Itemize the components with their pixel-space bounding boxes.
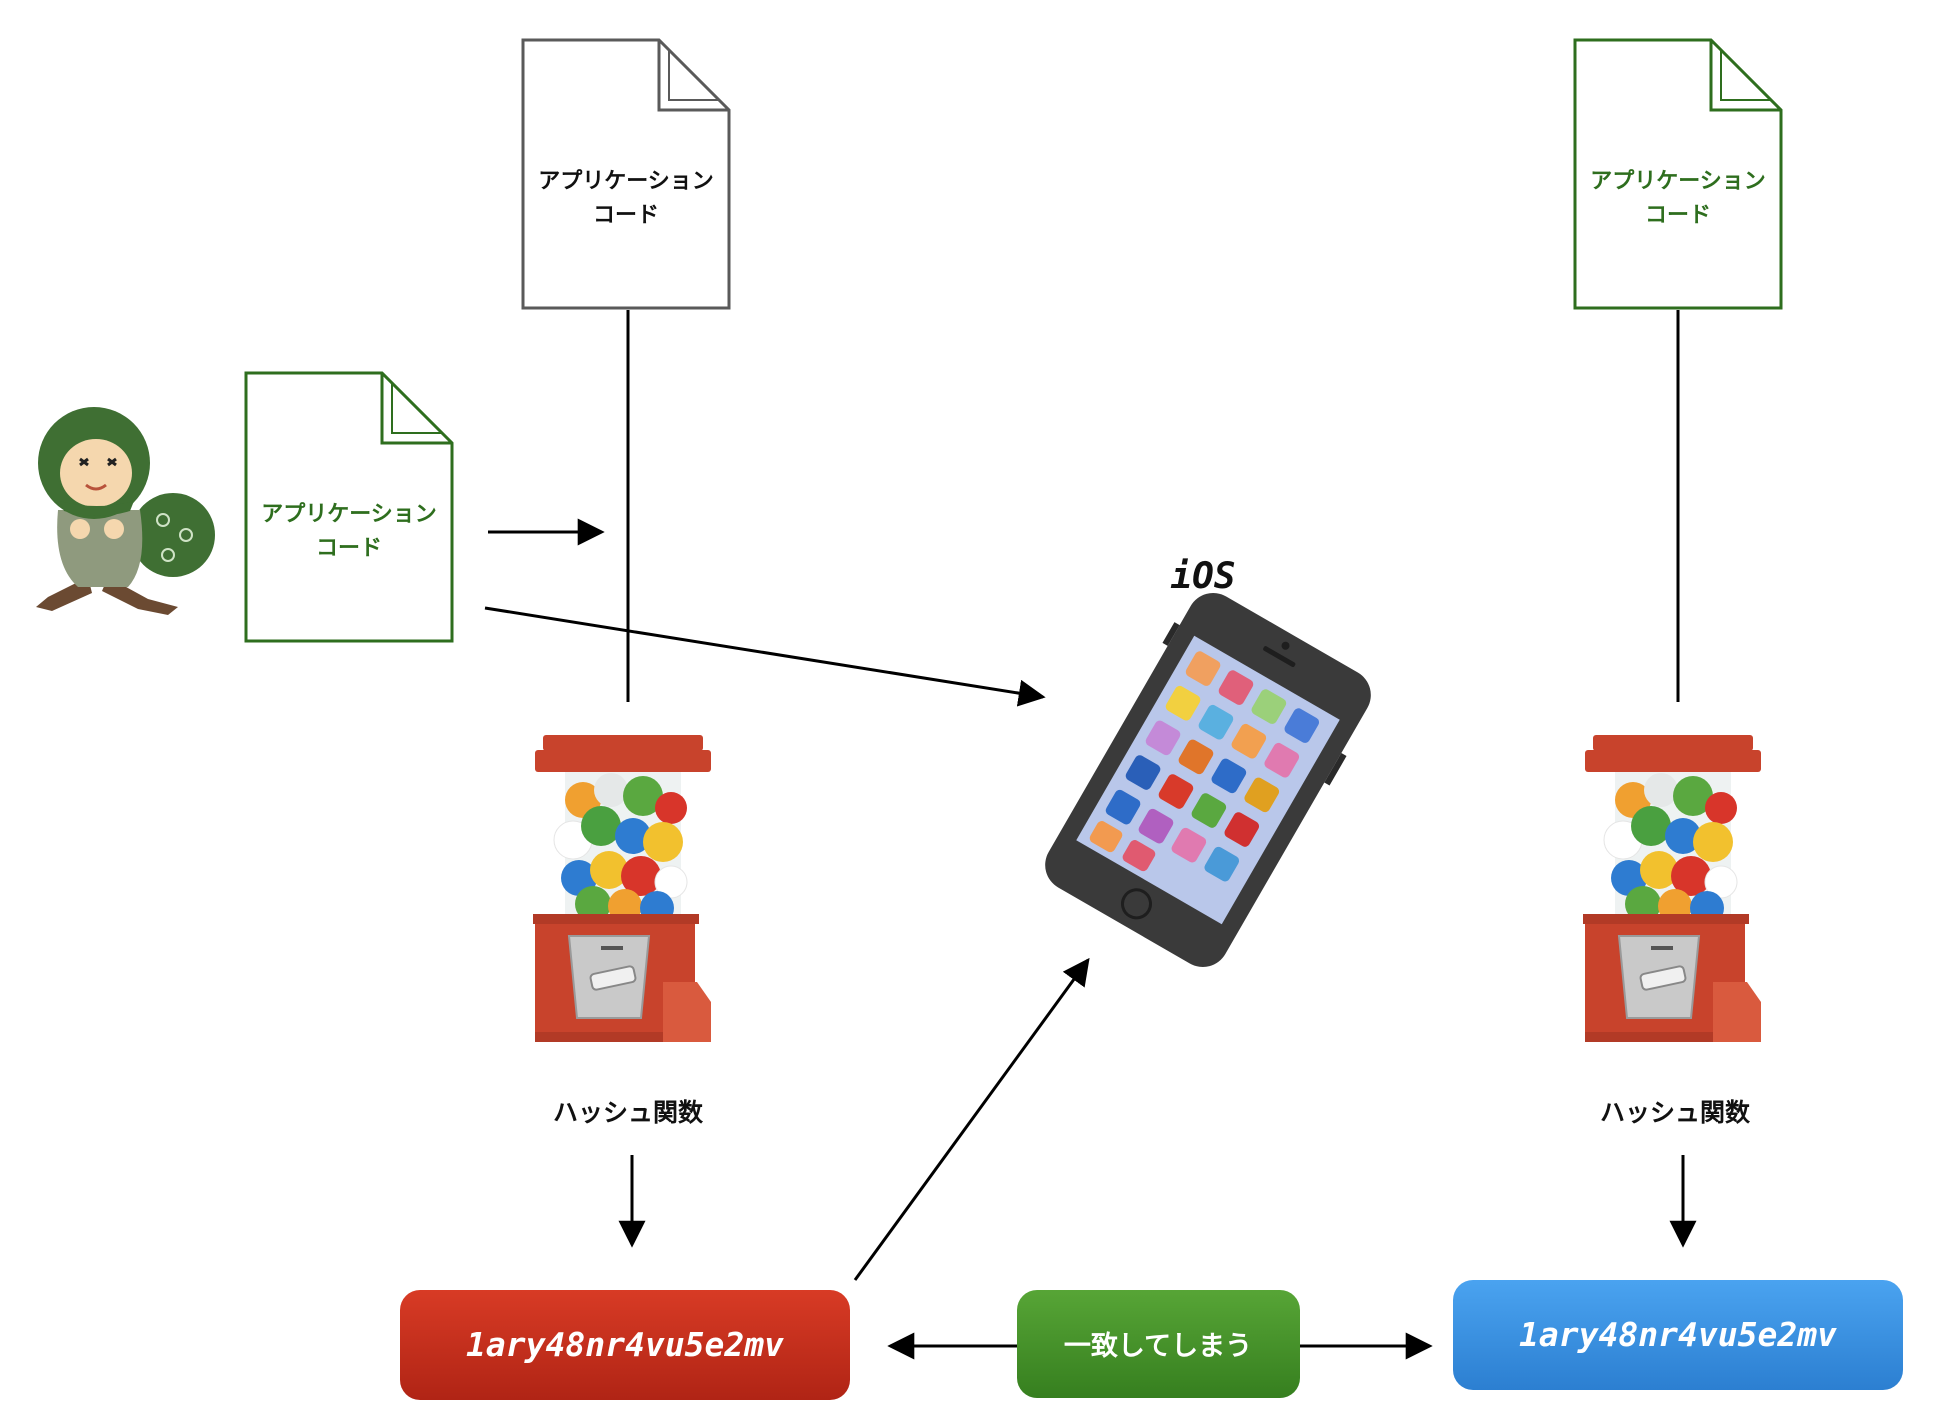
- right-hash-value: 1ary48nr4vu5e2mv: [1519, 1315, 1837, 1354]
- right-hash-function-label: ハッシュ関数: [1600, 1098, 1751, 1127]
- gacha-machine-icon: [1582, 734, 1762, 1043]
- ios-label: iOS: [1170, 556, 1235, 597]
- original-code-document: アプリケーション コード: [521, 38, 731, 310]
- left-gacha-machine-icon: [532, 734, 712, 1043]
- match-badge: 一致してしまう: [1017, 1290, 1300, 1398]
- match-label: 一致してしまう: [1064, 1330, 1252, 1362]
- right-hash-value-box: 1ary48nr4vu5e2mv: [1453, 1280, 1903, 1390]
- left-hash-function-label: ハッシュ関数: [553, 1098, 704, 1127]
- tampered-to-ios-arrow: [484, 606, 1046, 707]
- hash-to-ios-arrow: [853, 957, 1090, 1281]
- original-doc-line2: コード: [593, 203, 659, 228]
- tampered-doc-line1: アプリケーション: [261, 502, 437, 527]
- original-doc-line1: アプリケーション: [538, 169, 714, 194]
- right-gacha-machine-icon: [1582, 734, 1762, 1043]
- tampered-code-document: アプリケーション コード: [244, 371, 454, 643]
- left-hash-value: 1ary48nr4vu5e2mv: [466, 1325, 784, 1364]
- smartphone-icon: [1045, 593, 1371, 967]
- gacha-machine-icon: [532, 734, 712, 1043]
- right-code-document: アプリケーション コード: [1573, 38, 1783, 310]
- left-hash-value-box: 1ary48nr4vu5e2mv: [400, 1290, 850, 1400]
- tampered-doc-line2: コード: [316, 536, 382, 561]
- right-doc-line1: アプリケーション: [1590, 169, 1766, 194]
- right-doc-line2: コード: [1645, 203, 1711, 228]
- thief-icon: [36, 407, 215, 615]
